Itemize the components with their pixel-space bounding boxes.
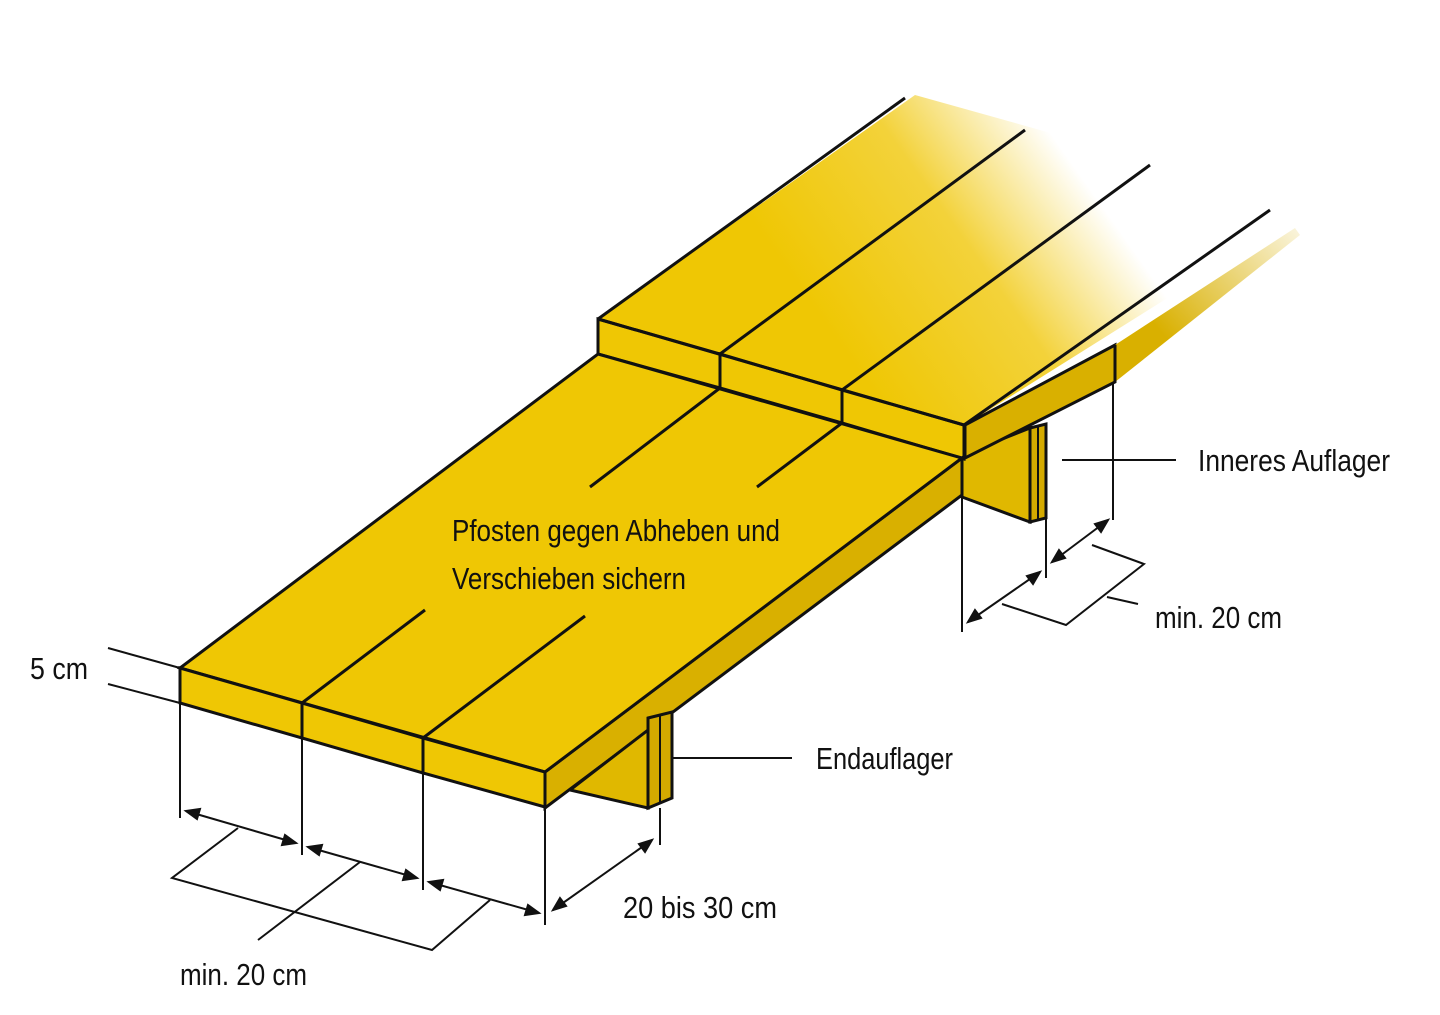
instruction-label-line1: Pfosten gegen Abheben und	[452, 513, 780, 548]
inner-support-label: Inneres Auflager	[1198, 443, 1390, 478]
board-width-label: min. 20 cm	[180, 957, 307, 992]
upper-board-set	[596, 95, 1300, 462]
overhang-label: 20 bis 30 cm	[623, 890, 777, 925]
inner-overlap-label: min. 20 cm	[1155, 600, 1282, 635]
dimension-arrows	[183, 518, 1111, 917]
end-support-post	[566, 710, 674, 811]
dimension-lines	[107, 382, 1176, 952]
thickness-label: 5 cm	[30, 651, 88, 686]
end-support-label: Endauflager	[816, 741, 953, 776]
instruction-label-line2: Verschieben sichern	[452, 561, 686, 596]
